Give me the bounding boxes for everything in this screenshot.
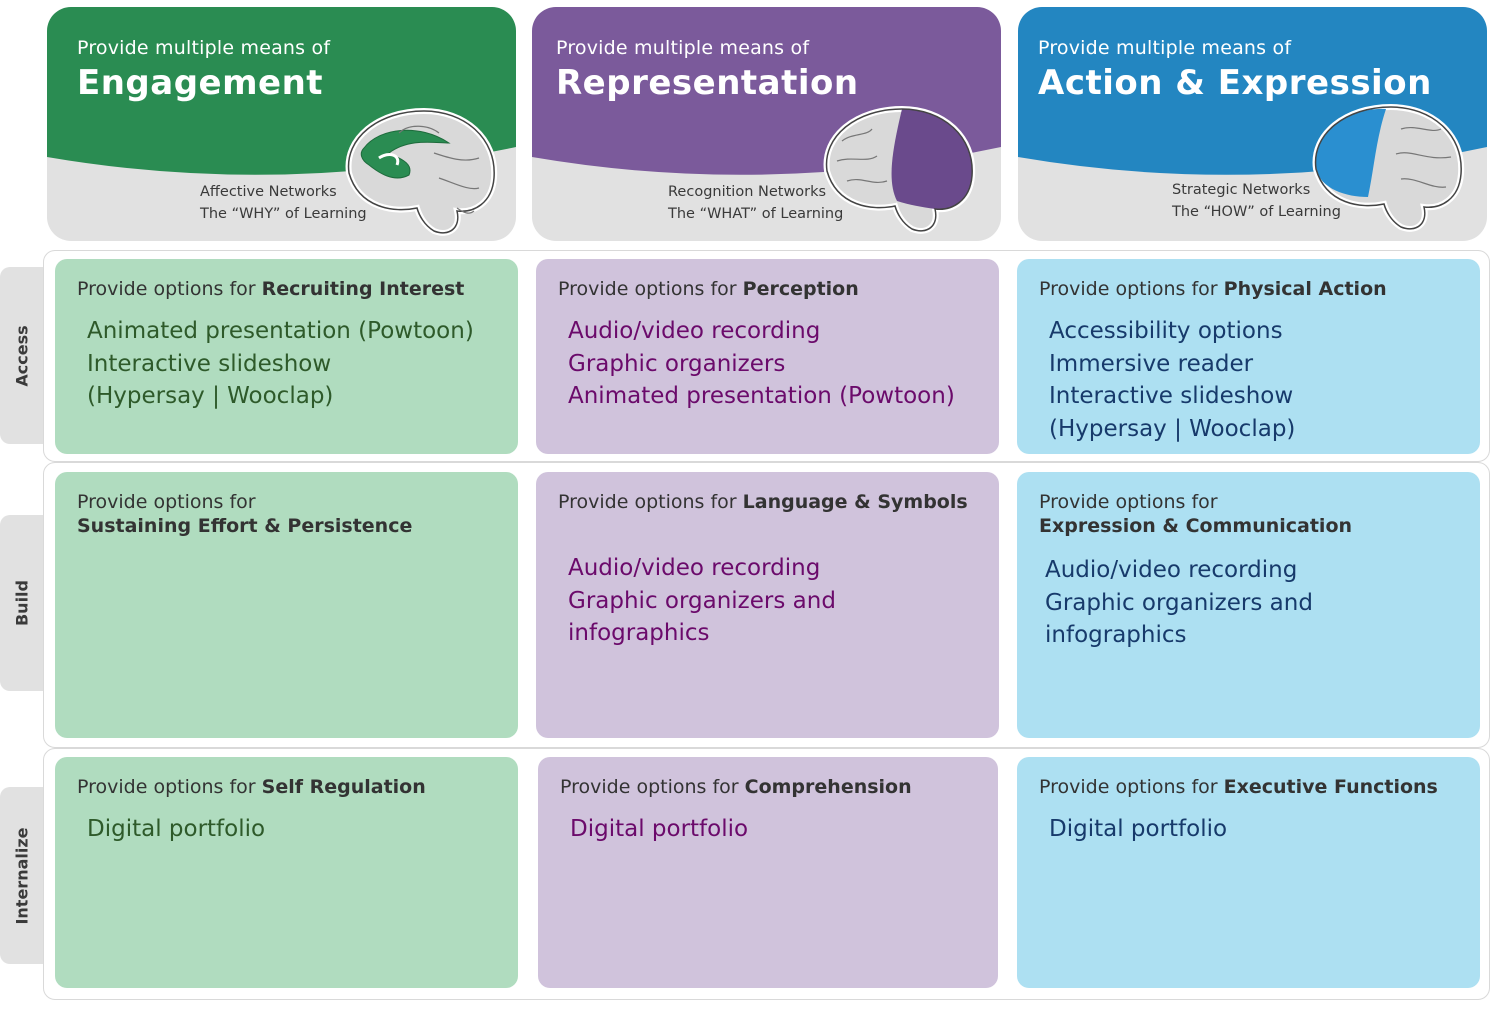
lead-text: Provide options for [77, 491, 256, 513]
list-item: (Hypersay | Wooclap) [87, 383, 334, 409]
cell-self-regulation: Provide options for Self Regulation Digi… [55, 757, 518, 988]
brain-front-icon [1306, 99, 1471, 238]
lead-bold: Expression & Communication [1039, 515, 1353, 537]
list-item: Digital portfolio [570, 816, 749, 842]
representation-title: Representation [556, 63, 859, 103]
network-question: The “WHAT” of Learning [668, 206, 844, 222]
cell-executive-functions: Provide options for Executive Functions … [1017, 757, 1480, 988]
cell-lead: Provide options for Perception [558, 277, 977, 301]
action-pre: Provide multiple means of [1038, 37, 1292, 59]
list-item: Graphic organizers and infographics [1045, 589, 1313, 649]
cell-lead: Provide options for Self Regulation [77, 775, 496, 799]
list-item: Immersive reader [1049, 350, 1254, 377]
cell-lead: Provide options for Physical Action [1039, 277, 1458, 301]
cell-list: Digital portfolio [560, 813, 976, 846]
list-item: Accessibility options [1049, 318, 1283, 344]
cell-list: Digital portfolio [77, 813, 496, 846]
lead-text: Provide options for [558, 491, 743, 513]
row-label-internalize: Internalize [0, 787, 44, 964]
cell-lead: Provide options for Executive Functions [1039, 775, 1458, 799]
list-item: Interactive slideshow [87, 350, 332, 377]
lead-bold: Perception [742, 278, 859, 300]
list-item: Graphic organizers [568, 350, 786, 377]
lead-text: Provide options for [1039, 491, 1218, 513]
cell-comprehension: Provide options for Comprehension Digita… [538, 757, 998, 988]
row-label-access: Access [0, 267, 44, 444]
brain-back-icon [817, 101, 982, 240]
cell-list: Accessibility options Immersive reader I… [1039, 315, 1458, 445]
list-item: Audio/video recording [568, 318, 821, 344]
list-item: Digital portfolio [87, 816, 266, 842]
lead-text: Provide options for [558, 278, 743, 300]
lead-bold: Executive Functions [1223, 776, 1438, 798]
cell-perception: Provide options for Perception Audio/vid… [536, 259, 999, 454]
network-name: Strategic Networks [1172, 182, 1311, 198]
lead-bold: Sustaining Effort & Persistence [77, 515, 413, 537]
network-name: Affective Networks [200, 184, 337, 200]
list-item: (Hypersay | Wooclap) [1049, 415, 1296, 442]
engagement-network: Affective Networks The “WHY” of Learning [200, 181, 367, 225]
list-item: Animated presentation (Powtoon) [87, 318, 474, 344]
representation-pre: Provide multiple means of [556, 37, 810, 59]
lead-bold: Self Regulation [261, 776, 426, 798]
cell-list: Audio/video recording Graphic organizers… [1039, 554, 1458, 652]
row-label-text: Internalize [12, 826, 32, 925]
action-network: Strategic Networks The “HOW” of Learning [1172, 179, 1341, 223]
row-label-text: Access [12, 324, 32, 387]
cell-list: Audio/video recording Graphic organizers… [558, 552, 977, 650]
list-item: Audio/video recording [568, 555, 821, 581]
cell-language-symbols: Provide options for Language & Symbols A… [536, 472, 999, 738]
cell-list: Audio/video recording Graphic organizers… [558, 315, 977, 413]
lead-text: Provide options for [560, 776, 745, 798]
network-name: Recognition Networks [668, 184, 827, 200]
lead-bold: Comprehension [744, 776, 912, 798]
lead-bold: Language & Symbols [742, 491, 968, 513]
lead-text: Provide options for [1039, 278, 1224, 300]
representation-header: Provide multiple means of Representation… [532, 7, 1001, 241]
network-question: The “WHY” of Learning [200, 206, 367, 222]
list-item: Animated presentation (Powtoon) [568, 383, 955, 409]
cell-lead: Provide options for Comprehension [560, 775, 976, 799]
cell-recruiting-interest: Provide options for Recruiting Interest … [55, 259, 518, 454]
brain-limbic-icon [339, 103, 504, 241]
cell-lead: Provide options for Recruiting Interest [77, 277, 496, 301]
lead-text: Provide options for [77, 776, 262, 798]
cell-physical-action: Provide options for Physical Action Acce… [1017, 259, 1480, 454]
cell-lead: Provide options for Language & Symbols [558, 490, 977, 514]
action-title: Action & Expression [1038, 63, 1432, 103]
cell-list: Animated presentation (Powtoon) Interact… [77, 315, 496, 413]
engagement-header: Provide multiple means of Engagement Aff… [47, 7, 516, 241]
network-question: The “HOW” of Learning [1172, 204, 1341, 220]
lead-text: Provide options for [77, 278, 262, 300]
list-item: Graphic organizers and infographics [568, 587, 836, 647]
lead-text: Provide options for [1039, 776, 1224, 798]
row-label-text: Build [12, 579, 32, 627]
engagement-pre: Provide multiple means of [77, 37, 331, 59]
list-item: Digital portfolio [1049, 816, 1228, 842]
engagement-title: Engagement [77, 63, 324, 103]
list-item: Audio/video recording [1045, 557, 1298, 583]
row-label-build: Build [0, 515, 44, 691]
lead-bold: Physical Action [1223, 278, 1387, 300]
action-header: Provide multiple means of Action & Expre… [1018, 7, 1487, 241]
lead-bold: Recruiting Interest [261, 278, 465, 300]
list-item: Interactive slideshow [1049, 383, 1294, 409]
cell-list: Digital portfolio [1039, 813, 1458, 846]
representation-network: Recognition Networks The “WHAT” of Learn… [668, 181, 843, 225]
